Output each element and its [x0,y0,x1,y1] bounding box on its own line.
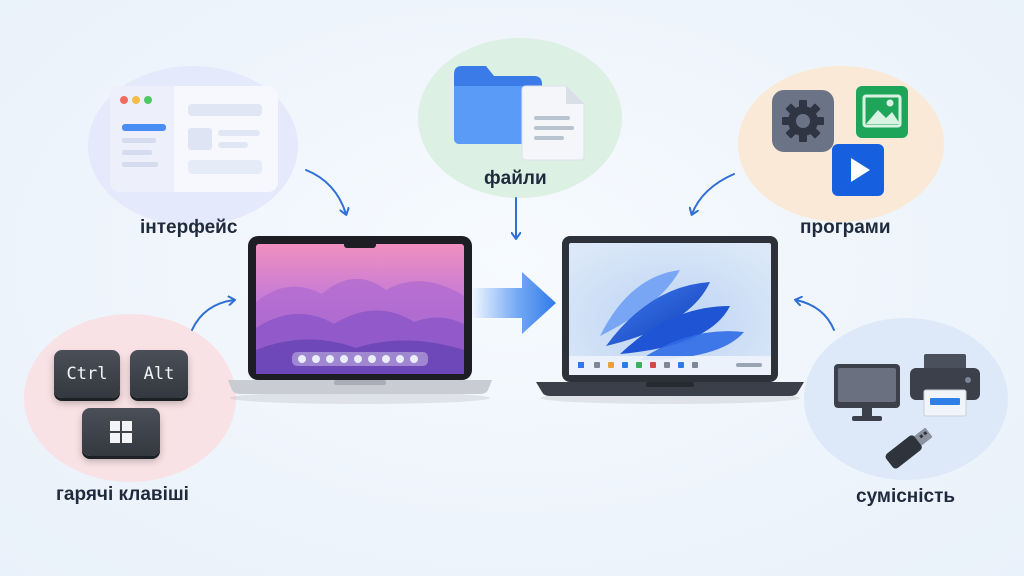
browser-window-icon [110,86,278,192]
image-icon [856,86,908,138]
windows-laptop [536,236,804,404]
alt-key: Alt [130,350,188,398]
play-icon [832,144,884,196]
interface-arrow [305,169,346,214]
windows-logo-icon [110,421,132,443]
interface-label: інтерфейс [140,217,238,238]
usb-drive-icon [885,427,933,469]
transfer-arrow [470,272,556,334]
files-label: файли [484,168,547,189]
macbook-laptop [228,236,492,404]
programs-label: програми [800,217,891,238]
compatibility-label: сумісність [856,486,956,507]
windows-key [82,408,160,456]
programs-arrow [692,173,735,214]
gear-icon [772,90,834,152]
compat-arrow [796,300,835,331]
folder-icon [454,66,542,144]
hotkeys-arrow [191,300,234,331]
printer-icon [910,354,980,417]
monitor-icon [834,364,900,421]
document-icon [521,85,585,161]
ctrl-key: Ctrl [54,350,120,398]
hotkeys-label: гарячі клавіші [56,484,189,505]
